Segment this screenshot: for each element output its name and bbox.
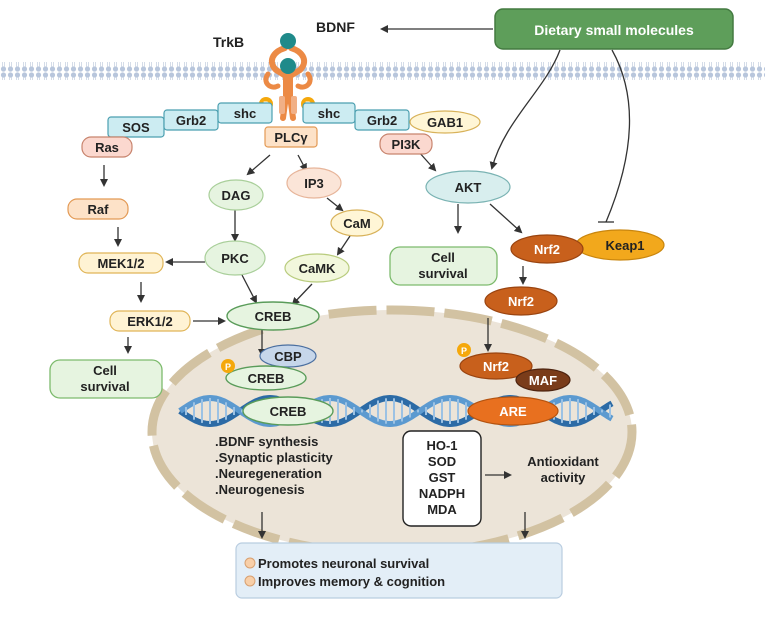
svg-text:GST: GST — [429, 470, 456, 485]
pkc-oval: PKC — [204, 240, 266, 276]
cell-survival-left-box: Cell survival — [49, 359, 163, 399]
svg-text:.Synaptic plasticity: .Synaptic plasticity — [215, 450, 334, 465]
phospho-creb-icon: P — [221, 359, 235, 373]
shc-left-box: shc — [217, 102, 273, 124]
camk-oval: CaMK — [284, 253, 350, 283]
svg-text:GAB1: GAB1 — [427, 115, 463, 130]
cell-survival-right-box: Cell survival — [389, 246, 498, 286]
creb-top-oval: CREB — [226, 301, 320, 331]
svg-text:PLCγ: PLCγ — [274, 130, 308, 145]
are-oval: ARE — [467, 396, 559, 426]
svg-text:survival: survival — [80, 379, 129, 394]
svg-text:IP3: IP3 — [304, 176, 324, 191]
svg-text:Improves memory & cognition: Improves memory & cognition — [258, 574, 445, 589]
svg-text:Ras: Ras — [95, 140, 119, 155]
svg-text:P: P — [225, 362, 231, 372]
nucleus-effects-list: .BDNF synthesis .Synaptic plasticity .Ne… — [215, 434, 334, 497]
svg-text:CBP: CBP — [274, 349, 302, 364]
svg-text:MDA: MDA — [427, 502, 457, 517]
antioxidant-enzymes-box: HO-1 SOD GST NADPH MDA — [402, 430, 482, 527]
nrf2-top-oval: Nrf2 — [510, 234, 584, 264]
svg-text:CREB: CREB — [248, 371, 285, 386]
bdnf-label: BDNF — [316, 19, 355, 35]
svg-text:Keap1: Keap1 — [605, 238, 644, 253]
bullet-icon — [244, 575, 256, 587]
svg-text:PI3K: PI3K — [392, 137, 422, 152]
svg-text:.Neurogenesis: .Neurogenesis — [215, 482, 305, 497]
svg-text:Nrf2: Nrf2 — [534, 242, 560, 257]
svg-text:MEK1/2: MEK1/2 — [98, 256, 145, 271]
svg-text:survival: survival — [418, 266, 467, 281]
ras-box: Ras — [81, 136, 133, 158]
svg-text:ARE: ARE — [499, 404, 527, 419]
dietary-small-molecules-label: Dietary small molecules — [534, 22, 694, 38]
trkb-receptor — [263, 45, 313, 121]
svg-text:PKC: PKC — [221, 251, 249, 266]
sos-box: SOS — [107, 116, 165, 138]
svg-text:ERK1/2: ERK1/2 — [127, 314, 173, 329]
svg-text:Promotes neuronal survival: Promotes neuronal survival — [258, 556, 429, 571]
creb-phospho-oval: CREB — [225, 365, 307, 391]
erk-box: ERK1/2 — [109, 310, 191, 332]
bdnf-ligand-bound-icon — [280, 58, 296, 74]
svg-text:.BDNF synthesis: .BDNF synthesis — [215, 434, 318, 449]
svg-text:AKT: AKT — [455, 180, 482, 195]
svg-text:MAF: MAF — [529, 373, 557, 388]
keap1-oval: Keap1 — [575, 229, 665, 261]
svg-text:CREB: CREB — [255, 309, 292, 324]
grb2-right-box: Grb2 — [354, 109, 410, 131]
mek-box: MEK1/2 — [78, 252, 164, 274]
dietary-small-molecules-box — [494, 8, 734, 50]
bdnf-ligand-icon — [280, 33, 296, 49]
ip3-oval: IP3 — [286, 167, 342, 199]
svg-text:shc: shc — [234, 106, 256, 121]
svg-text:DAG: DAG — [222, 188, 251, 203]
svg-text:CaMK: CaMK — [299, 261, 336, 276]
plcg-box: PLCγ — [264, 126, 318, 148]
cbp-oval: CBP — [259, 344, 317, 368]
svg-text:Cell: Cell — [431, 250, 455, 265]
svg-text:SOS: SOS — [122, 120, 150, 135]
shc-right-box: shc — [302, 102, 356, 124]
svg-text:NADPH: NADPH — [419, 486, 465, 501]
creb-dna-oval: CREB — [242, 396, 334, 426]
nrf2-nuclear-oval: Nrf2 — [459, 352, 533, 380]
pathway-arrows — [100, 25, 631, 539]
svg-text:CaM: CaM — [343, 216, 370, 231]
antioxidant-activity-label: Antioxidant activity — [527, 454, 599, 485]
svg-text:Nrf2: Nrf2 — [508, 294, 534, 309]
outcomes-box: Promotes neuronal survival Improves memo… — [235, 542, 563, 599]
svg-text:HO-1: HO-1 — [426, 438, 457, 453]
svg-text:Grb2: Grb2 — [367, 113, 397, 128]
trkb-label: TrkB — [213, 34, 244, 50]
svg-text:activity: activity — [541, 470, 587, 485]
grb2-left-box: Grb2 — [163, 109, 219, 131]
svg-text:Raf: Raf — [88, 202, 110, 217]
svg-text:Nrf2: Nrf2 — [483, 359, 509, 374]
dag-oval: DAG — [208, 179, 264, 211]
svg-text:CREB: CREB — [270, 404, 307, 419]
svg-text:.Neuregeneration: .Neuregeneration — [215, 466, 322, 481]
phospho-nrf2-icon: P — [457, 343, 471, 357]
cam-oval: CaM — [330, 209, 384, 237]
maf-oval: MAF — [515, 368, 571, 392]
raf-box: Raf — [67, 198, 129, 220]
svg-text:Antioxidant: Antioxidant — [527, 454, 599, 469]
svg-text:SOD: SOD — [428, 454, 456, 469]
svg-text:shc: shc — [318, 106, 340, 121]
akt-oval: AKT — [425, 170, 511, 204]
cell-membrane — [0, 62, 765, 80]
bullet-icon — [244, 557, 256, 569]
nrf2-mid-oval: Nrf2 — [484, 286, 558, 316]
svg-text:Cell: Cell — [93, 363, 117, 378]
svg-text:P: P — [461, 346, 467, 356]
pi3k-box: PI3K — [379, 133, 433, 155]
gab1-oval: GAB1 — [409, 110, 481, 134]
svg-text:Grb2: Grb2 — [176, 113, 206, 128]
